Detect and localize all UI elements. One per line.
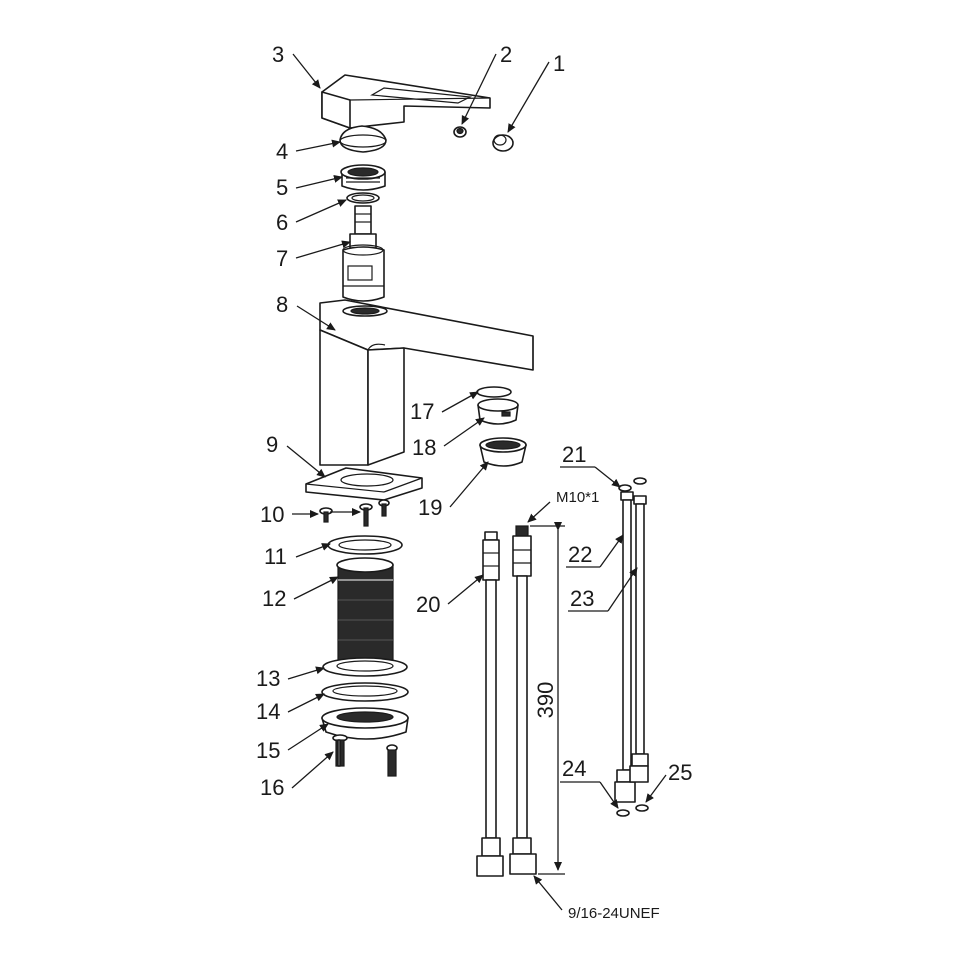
- callout-14: 14: [256, 693, 325, 724]
- part-o-ring: [346, 192, 380, 204]
- callout-5: 5: [276, 174, 343, 200]
- callout-23: 23: [568, 567, 638, 612]
- part-threaded-ring: [340, 164, 386, 191]
- callout-label-15: 15: [256, 738, 280, 763]
- part-supply-hose-left: [476, 531, 504, 877]
- thread-note-top: M10*1: [556, 489, 599, 506]
- callout-3: 3: [272, 42, 321, 89]
- callout-25: 25: [645, 760, 692, 803]
- callout-20: 20: [416, 574, 484, 617]
- callout-10: 10: [260, 502, 361, 527]
- callout-24: 24: [560, 756, 619, 809]
- part-top-washer: [327, 535, 403, 555]
- callout-label-2: 2: [500, 42, 512, 67]
- part-dome-cover: [339, 125, 387, 153]
- callout-label-21: 21: [562, 442, 586, 467]
- callout-label-14: 14: [256, 699, 280, 724]
- callout-label-6: 6: [276, 210, 288, 235]
- callout-label-12: 12: [262, 586, 286, 611]
- part-small-hose-right: [629, 495, 649, 783]
- part-locking-nut: [321, 707, 409, 740]
- callout-8: 8: [276, 292, 336, 331]
- part-hose-washers-top: [618, 477, 647, 492]
- part-aerator-insert: [477, 398, 519, 425]
- callout-label-7: 7: [276, 246, 288, 271]
- part-cap-button: [492, 134, 514, 152]
- callout-11: 11: [264, 543, 331, 569]
- part-base-plate: [305, 467, 423, 501]
- part-faucet-body: [319, 299, 534, 466]
- length-dimension-label: 390: [533, 682, 558, 719]
- callout-22: 22: [566, 534, 624, 568]
- callout-9: 9: [266, 432, 326, 478]
- callout-label-13: 13: [256, 666, 280, 691]
- part-mounting-bolts: [332, 734, 398, 777]
- callout-2: 2: [461, 42, 512, 125]
- callout-label-9: 9: [266, 432, 278, 457]
- length-dimension: 390: [530, 522, 565, 875]
- callout-label-4: 4: [276, 139, 288, 164]
- callout-13: 13: [256, 666, 325, 691]
- part-hose-washers-bottom: [616, 804, 649, 817]
- callout-label-19: 19: [418, 495, 442, 520]
- part-aerator-housing: [479, 437, 527, 467]
- part-flange-ring: [322, 657, 408, 677]
- callout-label-23: 23: [570, 586, 594, 611]
- callout-label-24: 24: [562, 756, 586, 781]
- part-supply-hose-right: [509, 525, 537, 875]
- callout-label-16: 16: [260, 775, 284, 800]
- part-threaded-shank: [336, 557, 394, 668]
- part-aerator-washer: [476, 386, 512, 398]
- callout-7: 7: [276, 240, 351, 271]
- callout-label-20: 20: [416, 592, 440, 617]
- part-gasket: [321, 682, 409, 702]
- callout-15: 15: [256, 723, 329, 763]
- callout-17: 17: [410, 391, 479, 424]
- callout-6: 6: [276, 199, 347, 235]
- part-base-screws: [319, 499, 390, 527]
- callout-label-18: 18: [412, 435, 436, 460]
- callout-label-1: 1: [553, 51, 565, 76]
- part-small-hose-left: [614, 491, 636, 803]
- thread-note-bottom: 9/16-24UNEF: [568, 905, 660, 922]
- callout-label-17: 17: [410, 399, 434, 424]
- part-cartridge: [342, 205, 385, 302]
- callout-12: 12: [262, 576, 339, 611]
- part-set-screw: [453, 126, 467, 138]
- callout-label-25: 25: [668, 760, 692, 785]
- callout-label-22: 22: [568, 542, 592, 567]
- callout-label-10: 10: [260, 502, 284, 527]
- part-handle-lever: [321, 74, 491, 129]
- callout-label-8: 8: [276, 292, 288, 317]
- callout-1: 1: [507, 51, 565, 133]
- callout-19: 19: [418, 461, 489, 520]
- callout-label-3: 3: [272, 42, 284, 67]
- callout-18: 18: [412, 417, 485, 460]
- callout-21: 21: [560, 442, 621, 488]
- callout-16: 16: [260, 751, 334, 800]
- callout-label-5: 5: [276, 175, 288, 200]
- callout-label-11: 11: [264, 544, 287, 569]
- callout-4: 4: [276, 139, 341, 164]
